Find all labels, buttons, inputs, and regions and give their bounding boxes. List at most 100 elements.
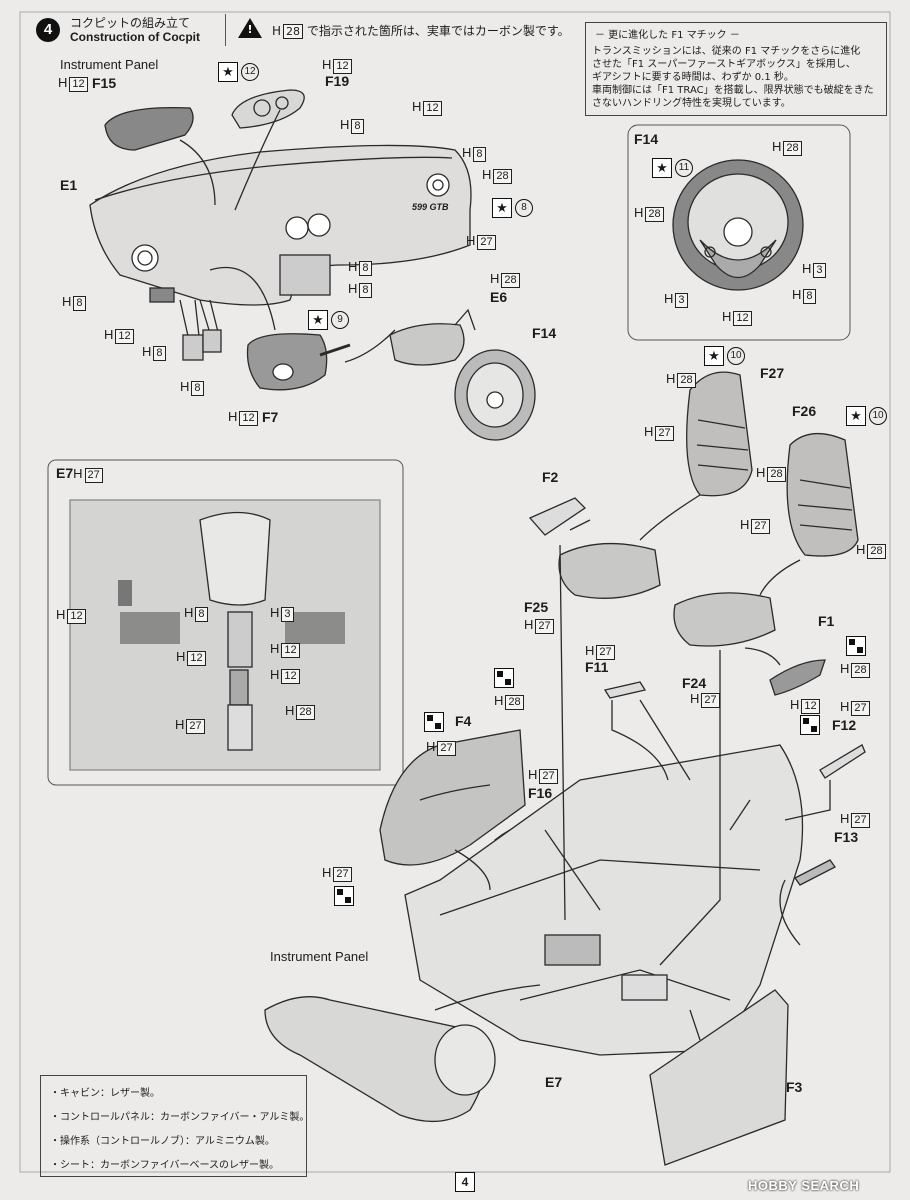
star-11: ★11 [652,158,693,178]
f4-paint [424,712,444,732]
f24-label: F24 [682,675,707,691]
info-box-line: ギアシフトに要する時間は、わずか 0.1 秒。 [592,72,794,83]
watermark-logo: HOBBY SEARCH [748,1178,860,1193]
info-box-line: さないハンドリング特性を実現しています。 [592,98,791,109]
f25-label: F25 [524,599,549,615]
warning-mark: ! [247,23,253,36]
f15-label: F15 [92,75,117,91]
f4-paint-top [494,668,514,688]
warning-text: で指示された箇所は、実車ではカーボン製です。 [306,24,570,38]
f16-label: F16 [528,785,553,801]
page-number: 4 [455,1172,475,1192]
f4-label: F4 [455,713,472,729]
note-line: ・操作系（コントロールノブ）：アルミニウム製。 [50,1136,275,1147]
f26-label: F26 [792,403,817,419]
f1-label: F1 [818,613,835,629]
e6-label: E6 [490,289,508,305]
f19-label: F19 [325,73,350,89]
info-box-line: させた「F1 スーパーファーストギアボックス」を採用し、 [592,59,856,70]
warning-code-num: 28 [283,24,304,39]
f27-label: F27 [760,365,785,381]
note-line: ・シート：カーボンファイバーベースのレザー製。 [50,1160,279,1171]
star-9: ★9 [308,310,349,330]
info-box-line: トランスミッションには、従来の F1 マチックをさらに進化 [592,46,861,57]
e7-label: E7 [545,1074,563,1090]
star-10: ★10 [846,406,887,426]
warning-code: H [272,24,282,38]
note-line: ・キャビン：レザー製。 [50,1088,160,1099]
f12-paint [800,715,820,735]
instrument-panel-label-lower: Instrument Panel [270,949,369,964]
info-box-title: － 更に進化した F1 マチック － [595,30,740,41]
instrument-panel-label: Instrument Panel [60,57,159,72]
f3-label: F3 [786,1079,803,1095]
emblem-599gtb: 599 GTB [412,202,449,212]
f12-label: F12 [832,717,857,733]
star-8: ★8 [492,198,533,218]
warning-icon [238,18,262,38]
f11-label: F11 [585,659,609,675]
f1-paint [846,636,866,656]
f14-label: F14 [532,325,557,341]
f13-label: F13 [834,829,859,845]
f14-inset-label: F14 [634,131,659,147]
info-box-line: 車両制御には「F1 TRAC」を搭載し、限界状態でも破綻をきた [592,85,874,96]
f7-label: F7 [262,409,279,425]
note-line: ・コントロールパネル：カーボンファイバー・アルミ製。 [50,1112,310,1123]
e1-label: E1 [60,177,78,193]
door-paint [334,886,354,906]
f2-label: F2 [542,469,559,485]
step-title-jp: コクピットの組み立て [70,16,191,30]
step-title-en: Construction of Cocpit [70,30,200,44]
f19-star: ★12 [218,62,259,82]
notes-box [40,1075,307,1177]
step-number-badge: 4 [36,18,60,42]
header-divider [225,14,226,46]
info-box [585,22,887,116]
